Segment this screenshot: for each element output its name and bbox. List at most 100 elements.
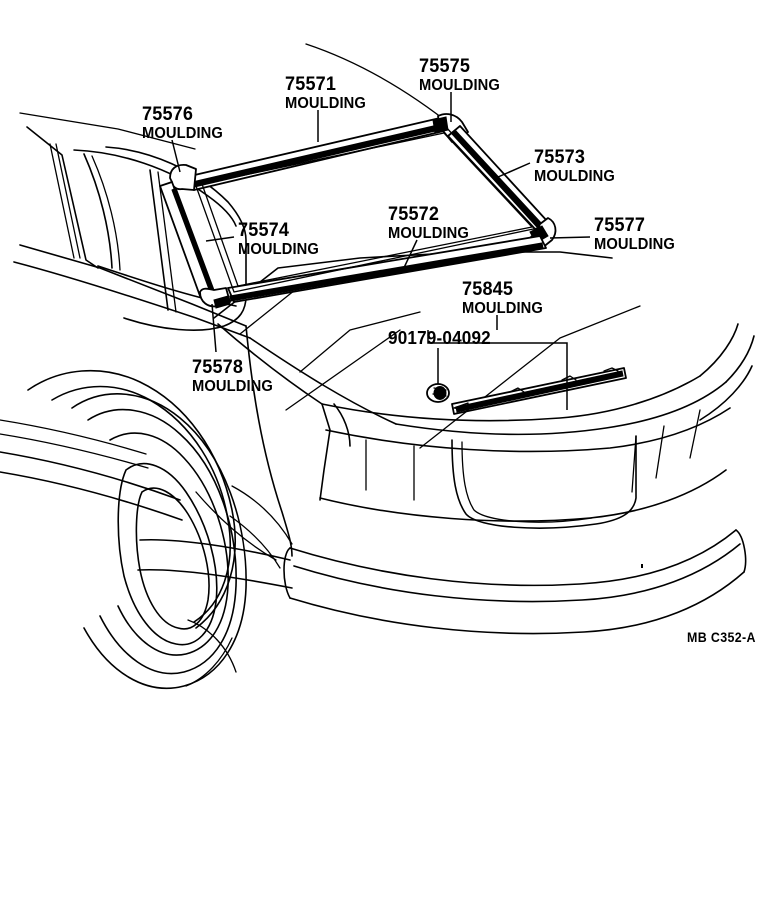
- bumper-left-end: [283, 547, 291, 599]
- leader-lines-group: [171, 92, 591, 410]
- right-fender-lower: [699, 365, 753, 421]
- clip-nut-thread-2: [432, 393, 447, 397]
- callout-90179-04092: 90179-04092: [388, 328, 496, 348]
- license-recess-inner: [461, 441, 593, 523]
- wheel-arch-inner: [51, 385, 232, 623]
- part-number-75573: 75573: [534, 147, 586, 168]
- bumper-upper-lip: [293, 543, 741, 603]
- door-frame-pillar-inner: [157, 171, 177, 313]
- part-label-75571: MOULDING: [285, 94, 366, 112]
- moulding-75845-shadow: [455, 370, 624, 413]
- part-label-75574: MOULDING: [238, 240, 319, 258]
- wheel-arch-outer: [27, 369, 236, 629]
- moulding-75575-notch: [432, 116, 449, 134]
- quarter-panel-lower-inner: [195, 491, 277, 561]
- part-number-75578: 75578: [192, 357, 244, 378]
- rear-deck-top-surface: [249, 337, 397, 425]
- tire-outer: [71, 393, 247, 690]
- leader-75573: [497, 162, 531, 178]
- moulding-75845-end-arrow: [453, 402, 469, 411]
- wheel-rim-outer: [117, 462, 218, 646]
- window-glass-inner-edge: [195, 126, 539, 293]
- lower-body-line-a: [231, 485, 293, 545]
- lower-body-line-b: [229, 515, 281, 569]
- beltline-upper: [13, 261, 251, 339]
- rear-panel-top-edge: [321, 375, 701, 422]
- leader-75574: [205, 236, 235, 242]
- leader-75578: [211, 303, 217, 353]
- window-glass-inner-edge-2: [201, 132, 533, 287]
- trunk-moulding-group: [451, 367, 627, 415]
- license-recess: [451, 435, 637, 529]
- rear-deck-to-panel: [395, 381, 727, 436]
- leader-75577: [549, 236, 591, 239]
- bumper-bottom: [289, 571, 745, 635]
- wheel-rim-inner: [135, 487, 210, 630]
- bumper-right-end: [735, 529, 747, 573]
- trunk-lid-front-edge: [213, 251, 613, 319]
- part-number-75574: 75574: [238, 220, 290, 241]
- print-artifact-dot: [641, 564, 643, 568]
- moulding-75574-body: [159, 181, 213, 297]
- part-number-75576: 75576: [142, 104, 194, 125]
- leader-75572: [401, 239, 418, 273]
- right-fender-upper-curve: [699, 323, 739, 377]
- trunk-lid-crease-mid: [299, 311, 421, 373]
- quarter-window-front-edge: [49, 143, 75, 259]
- clip-nut-thread-1: [433, 387, 447, 391]
- bumper-left-extension-2: [137, 568, 293, 589]
- taillamp-div-r3: [631, 435, 637, 493]
- rocker-lower: [0, 471, 183, 521]
- leader-75576: [171, 139, 181, 173]
- moulding-75572-shadow: [229, 242, 544, 302]
- callout-75571: 75571 MOULDING: [285, 74, 370, 112]
- callout-75845: 75845 MOULDING: [462, 279, 547, 317]
- moulding-75845-clip-tab-3: [603, 367, 619, 372]
- callout-75573: 75573 MOULDING: [534, 147, 619, 185]
- part-label-75572: MOULDING: [388, 224, 469, 242]
- door-frame-pillar-outer: [149, 169, 169, 311]
- tire-sidewall: [109, 432, 229, 656]
- trunk-lid-crease-long: [285, 329, 401, 411]
- tire-contact: [185, 637, 233, 687]
- sheet-code: MB C352-A: [687, 630, 756, 645]
- rear-deck-left-edge: [217, 323, 323, 405]
- part-number-75577: 75577: [594, 215, 646, 236]
- roof-edge-line: [19, 112, 196, 150]
- callout-75574: 75574 MOULDING: [238, 220, 323, 258]
- part-number-75571: 75571: [285, 74, 337, 95]
- callout-75575: 75575 MOULDING: [419, 56, 504, 93]
- body-side-crease-a: [0, 419, 147, 455]
- part-number-75572: 75572: [388, 204, 440, 225]
- left-tail-corner: [319, 403, 331, 501]
- part-number-90179-04092: 90179-04092: [388, 328, 491, 348]
- taillamp-div-r2: [689, 409, 701, 459]
- tire-inner-tread: [87, 408, 237, 675]
- door-glass-divider-a: [83, 153, 113, 269]
- bumper-top-edge: [289, 529, 737, 587]
- part-number-75845: 75845: [462, 279, 514, 300]
- c-pillar-outline: [26, 126, 99, 269]
- callout-75578: 75578 MOULDING: [192, 357, 277, 394]
- callout-75577: 75577 MOULDING: [594, 215, 679, 253]
- part-label-75577: MOULDING: [594, 235, 675, 253]
- quarter-window-front-edge-2: [55, 143, 81, 259]
- part-number-75575: 75575: [419, 56, 471, 77]
- taillamp-div-r1: [655, 425, 665, 479]
- callout-75572: 75572 MOULDING: [388, 204, 473, 242]
- rear-window-moulding-frame: [159, 113, 557, 309]
- part-label-75573: MOULDING: [534, 167, 615, 185]
- rocker-upper: [0, 451, 181, 501]
- part-label-75845: MOULDING: [462, 299, 543, 317]
- door-glass-divider-b: [91, 155, 121, 271]
- trunk-lid-crease-left: [239, 285, 301, 335]
- left-tail-corner-inner: [333, 403, 351, 447]
- taillamp-band-bottom: [319, 469, 727, 522]
- moulding-75845-clip-tab-2: [561, 375, 577, 381]
- right-fender-side: [725, 335, 755, 383]
- taillamp-band-top: [325, 407, 731, 453]
- body-side-crease-b: [0, 433, 149, 469]
- part-label-75576: MOULDING: [142, 124, 223, 142]
- moulding-75578-notch: [213, 295, 231, 309]
